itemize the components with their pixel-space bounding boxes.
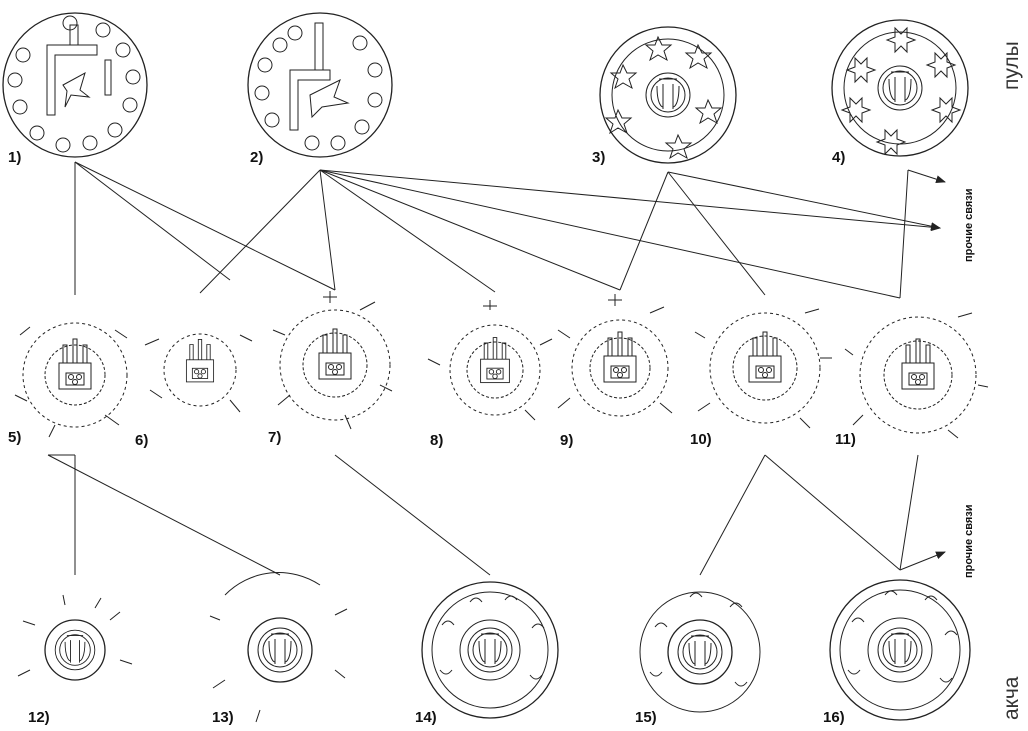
coin-2: [248, 13, 392, 157]
coin-11-label: 11): [835, 431, 856, 448]
coin-2-label: 2): [250, 149, 263, 166]
coin-9: [558, 294, 672, 416]
coin-16-label: 16): [823, 709, 845, 726]
coin-1-label: 1): [8, 149, 21, 166]
coin-10: [695, 309, 832, 428]
coin-10-label: 10): [690, 431, 712, 448]
coin-16: [830, 580, 970, 720]
coin-4: [832, 20, 968, 156]
coin-6-label: 6): [135, 432, 148, 449]
coin-8: [428, 300, 552, 420]
coin-15: [640, 592, 760, 712]
coin-14-label: 14): [415, 709, 437, 726]
coin-12-label: 12): [28, 709, 50, 726]
coin-7-label: 7): [268, 429, 281, 446]
coin-4-label: 4): [832, 149, 845, 166]
other-links-note-upper: прочие связи: [963, 188, 975, 262]
coin-3: [600, 27, 736, 163]
side-label-akcha: акча: [1000, 676, 1023, 720]
coin-15-label: 15): [635, 709, 657, 726]
coin-13-label: 13): [212, 709, 234, 726]
coin-13: [210, 573, 347, 722]
coin-7: [273, 291, 392, 429]
coin-3-label: 3): [592, 149, 605, 166]
coin-12: [18, 595, 132, 680]
coin-1: [3, 13, 147, 157]
coin-14: [422, 582, 558, 718]
side-label-puls: пулы: [1000, 41, 1023, 90]
coin-11: [845, 313, 988, 438]
coin-8-label: 8): [430, 432, 443, 449]
coin-5: [15, 323, 127, 437]
coin-9-label: 9): [560, 432, 573, 449]
other-links-note-lower: прочие связи: [963, 504, 975, 578]
coin-6: [145, 334, 252, 412]
coin-5-label: 5): [8, 429, 21, 446]
